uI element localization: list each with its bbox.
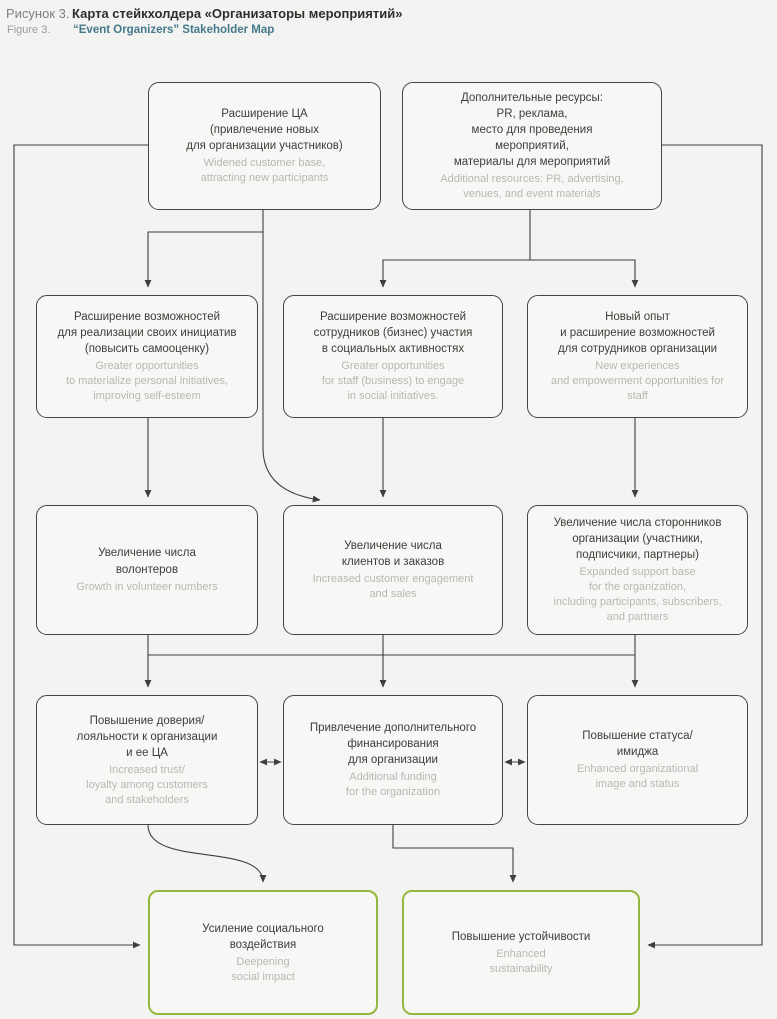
node-text-en: Enhanced organizational image and status — [576, 763, 699, 791]
node-staff-engagement: Расширение возможностей сотрудников (биз… — [283, 295, 503, 418]
node-text-ru: Увеличение числа волонтеров — [98, 547, 196, 576]
figure-caption: Рисунок 3. Карта стейкхолдера «Организат… — [6, 6, 402, 36]
figure-number-en: Figure 3. — [7, 24, 51, 36]
node-additional-funding: Привлечение дополнительного финансирован… — [283, 695, 503, 825]
node-text-ru: Новый опыт и расширение возможностей для… — [557, 311, 718, 356]
node-text-en: Expanded support base for the organizati… — [553, 566, 722, 623]
node-text-en: New experiences and empowerment opportun… — [550, 360, 725, 403]
node-text-en: Deepening social impact — [231, 955, 295, 983]
node-text-en: Additional funding for the organization — [345, 771, 441, 799]
node-widened-audience: Расширение ЦА (привлечение новых для орг… — [148, 82, 381, 210]
node-sustainability: Повышение устойчивости Enhanced sustaina… — [402, 890, 640, 1015]
figure-number-ru: Рисунок 3. — [6, 6, 70, 21]
node-text-ru: Повышение устойчивости — [451, 930, 591, 943]
node-text-ru: Привлечение дополнительного финансирован… — [309, 722, 477, 767]
node-text-ru: Расширение возможностей сотрудников (биз… — [313, 311, 473, 356]
node-customers-orders: Увеличение числа клиентов и заказов Incr… — [283, 505, 503, 635]
node-text-en: Widened customer base, attracting new pa… — [200, 157, 329, 185]
edge-resources-to-experience — [530, 259, 639, 288]
node-personal-initiatives: Расширение возможностей для реализации с… — [36, 295, 258, 418]
node-text-ru: Расширение ЦА (привлечение новых для орг… — [186, 108, 343, 153]
node-text-ru: Повышение статуса/ имиджа — [582, 730, 693, 759]
node-status-image: Повышение статуса/ имиджа Enhanced organ… — [527, 695, 748, 825]
node-text-en: Additional resources: PR, advertising, v… — [440, 173, 624, 201]
figure-title-ru: Карта стейкхолдера «Организаторы меропри… — [72, 6, 403, 21]
node-new-experience: Новый опыт и расширение возможностей для… — [527, 295, 748, 418]
node-text-en: Enhanced sustainability — [489, 947, 553, 975]
edge-trust-to-social-impact — [147, 824, 267, 883]
node-text-en: Increased customer engagement and sales — [312, 573, 474, 601]
node-supporters: Увеличение числа сторонников организации… — [527, 505, 748, 635]
node-text-en: Growth in volunteer numbers — [76, 580, 218, 593]
caption-row-en: Figure 3. “Event Organizers” Stakeholder… — [6, 24, 402, 36]
node-additional-resources: Дополнительные ресурсы: PR, реклама, мес… — [402, 82, 662, 210]
node-text-ru: Расширение возможностей для реализации с… — [57, 311, 237, 356]
edge-audience-to-initiatives — [144, 210, 264, 288]
node-trust-loyalty: Повышение доверия/ лояльности к организа… — [36, 695, 258, 825]
node-text-ru: Повышение доверия/ лояльности к организа… — [76, 714, 218, 759]
edge-resources-to-staff — [379, 210, 531, 288]
node-text-en: Greater opportunities for staff (busines… — [321, 360, 465, 403]
node-text-ru: Увеличение числа сторонников организации… — [553, 517, 722, 562]
node-volunteers: Увеличение числа волонтеров Growth in vo… — [36, 505, 258, 635]
node-text-en: Greater opportunities to materialize per… — [65, 360, 229, 403]
node-text-ru: Усиление социального воздействия — [202, 922, 324, 951]
node-text-ru: Увеличение числа клиентов и заказов — [341, 540, 445, 569]
node-social-impact: Усиление социального воздействия Deepeni… — [148, 890, 378, 1015]
node-text-en: Increased trust/ loyalty among customers… — [86, 763, 208, 806]
figure-title-en: “Event Organizers” Stakeholder Map — [73, 24, 275, 36]
node-text-ru: Дополнительные ресурсы: PR, реклама, мес… — [453, 91, 611, 169]
edge-funding-to-sustainability — [392, 825, 517, 883]
caption-row-ru: Рисунок 3. Карта стейкхолдера «Организат… — [6, 6, 402, 21]
